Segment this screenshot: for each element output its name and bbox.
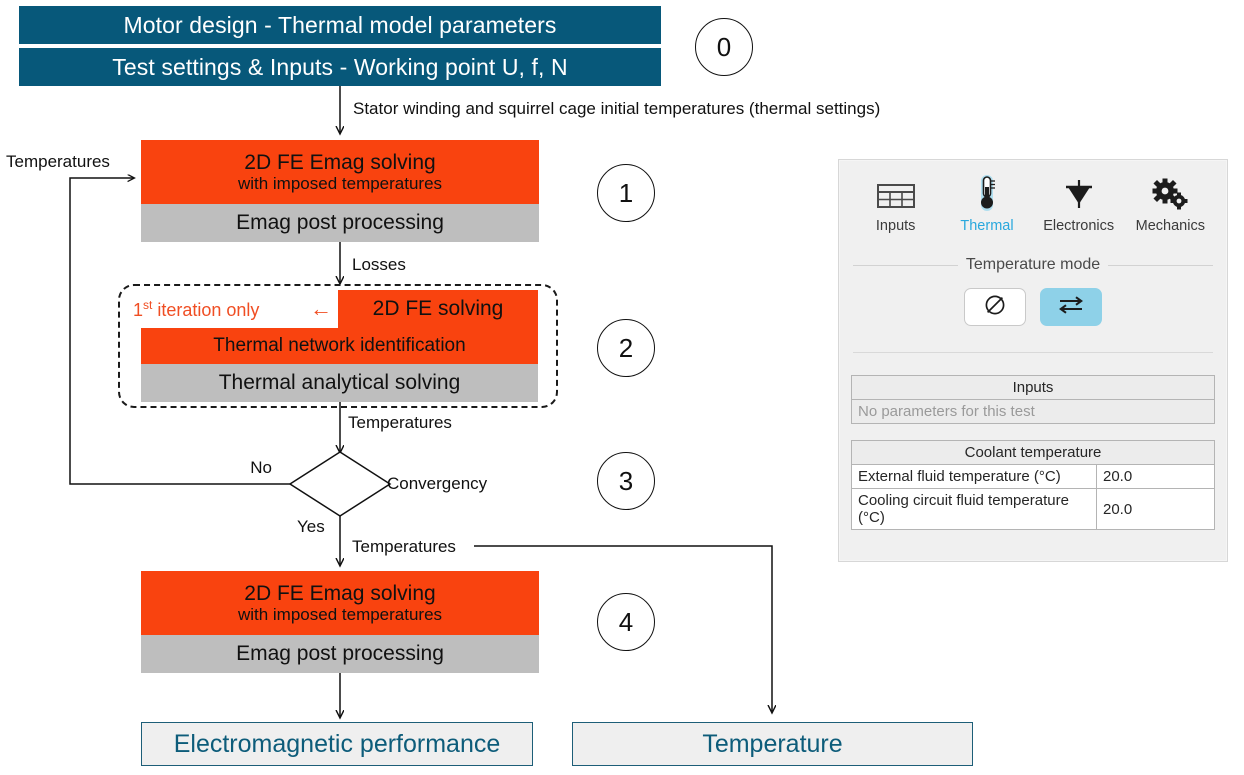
decision-label-yes-text: Yes <box>297 517 325 536</box>
block-step2-row2-label: Thermal network identification <box>213 335 466 357</box>
coolant-table-header-row: Coolant temperature <box>851 440 1215 465</box>
block-step2-row3-label: Thermal analytical solving <box>218 371 461 395</box>
step-marker-3-label: 3 <box>618 465 634 496</box>
note-first-iteration-rest: iteration only <box>152 300 260 320</box>
result-electromagnetic-performance-label: Electromagnetic performance <box>173 729 501 758</box>
step-marker-1-label: 1 <box>618 177 634 208</box>
step-marker-4: 4 <box>597 593 655 651</box>
decision-label-convergency: Convergency <box>387 474 487 494</box>
decision-label-yes: Yes <box>297 517 325 537</box>
step-marker-4-label: 4 <box>618 606 634 637</box>
thermal-settings-panel: Inputs Thermal <box>838 159 1228 562</box>
coolant-row-0-value[interactable]: 20.0 <box>1096 464 1215 489</box>
banner-test-settings-label: Test settings & Inputs - Working point U… <box>112 53 568 80</box>
block-step2-row2: Thermal network identification <box>141 328 538 364</box>
group-sep-line-right <box>1108 264 1214 266</box>
block-step2-row1: 2D FE solving <box>338 290 538 328</box>
coolant-row-1-label: Cooling circuit fluid temperature (°C) <box>851 488 1097 530</box>
edge-label-temperatures-feedback: Temperatures <box>6 152 110 172</box>
edge-label-temperatures-mid: Temperatures <box>348 413 452 433</box>
ribbon-tab-thermal-label: Thermal <box>960 218 1014 234</box>
result-electromagnetic-performance: Electromagnetic performance <box>141 722 533 766</box>
ribbon-tab-mechanics-label: Mechanics <box>1135 218 1205 234</box>
inputs-table-empty-message: No parameters for this test <box>851 399 1215 424</box>
temperature-mode-bidirectional-button[interactable] <box>1040 288 1102 326</box>
step-marker-3: 3 <box>597 452 655 510</box>
thermometer-icon <box>967 174 1007 212</box>
ribbon-tab-mechanics[interactable]: Mechanics <box>1136 174 1205 234</box>
step-marker-1: 1 <box>597 164 655 222</box>
block-step4-subtitle: with imposed temperatures <box>237 605 443 625</box>
step-marker-2-label: 2 <box>618 332 634 363</box>
block-step1-subtitle: with imposed temperatures <box>237 174 443 194</box>
block-step4-post-label: Emag post processing <box>236 642 444 666</box>
inputs-table: Inputs No parameters for this test <box>851 375 1215 424</box>
banner-test-settings: Test settings & Inputs - Working point U… <box>19 48 661 86</box>
ribbon-tab-inputs[interactable]: Inputs <box>861 174 930 234</box>
decision-label-no: No <box>250 458 272 478</box>
edge-label-losses: Losses <box>352 255 406 275</box>
coolant-table-header: Coolant temperature <box>851 440 1215 465</box>
block-step2-row1-label: 2D FE solving <box>372 297 504 321</box>
note-first-iteration-only: 1st iteration only <box>133 298 259 321</box>
result-temperature-label: Temperature <box>702 729 843 758</box>
table-row: External fluid temperature (°C) 20.0 <box>851 464 1215 489</box>
step-marker-0-label: 0 <box>716 31 732 62</box>
decision-label-convergency-text: Convergency <box>387 474 488 493</box>
inputs-table-empty-row: No parameters for this test <box>851 399 1215 424</box>
left-arrow-icon: ← <box>310 296 332 321</box>
group-sep-line-left <box>853 264 958 266</box>
inputs-table-header-row: Inputs <box>851 375 1215 400</box>
decision-label-no-text: No <box>250 458 272 477</box>
temperature-mode-title: Temperature mode <box>965 256 1101 273</box>
edge-label-temperatures-feedback-text: Temperatures <box>6 152 110 171</box>
diode-icon <box>1059 174 1099 212</box>
table-row: Cooling circuit fluid temperature (°C) 2… <box>851 488 1215 530</box>
edge-label-temperatures-yes-text: Temperatures <box>352 537 456 556</box>
block-step2-row3: Thermal analytical solving <box>141 364 538 402</box>
coolant-row-1-value[interactable]: 20.0 <box>1096 488 1215 530</box>
table-icon <box>876 174 916 212</box>
block-step1-post: Emag post processing <box>141 204 539 242</box>
note-first-iteration-number: 1 <box>133 300 144 320</box>
note-first-iteration-sup: st <box>143 298 153 312</box>
group-step2-dashed-border <box>118 284 558 408</box>
block-step1-title: 2D FE Emag solving <box>244 150 436 174</box>
edge-label-temperatures-mid-text: Temperatures <box>348 413 452 432</box>
ribbon-tab-electronics-label: Electronics <box>1043 218 1115 234</box>
temperature-mode-options <box>839 288 1227 326</box>
block-step1-solve: 2D FE Emag solving with imposed temperat… <box>141 140 539 204</box>
null-slashed-circle-icon <box>982 292 1008 323</box>
ribbon-tab-electronics[interactable]: Electronics <box>1043 174 1115 234</box>
edge-label-losses-text: Losses <box>352 255 406 274</box>
gears-icon <box>1150 174 1190 212</box>
block-step1-post-label: Emag post processing <box>236 211 444 235</box>
banner-motor-design-label: Motor design - Thermal model parameters <box>123 11 557 38</box>
bidirectional-arrows-icon <box>1056 293 1086 322</box>
step-marker-0: 0 <box>695 18 753 76</box>
temperature-mode-none-button[interactable] <box>964 288 1026 326</box>
block-step4-solve: 2D FE Emag solving with imposed temperat… <box>141 571 539 635</box>
block-step4-title: 2D FE Emag solving <box>244 581 436 605</box>
note-first-iteration-arrow-icon: ← <box>310 296 332 322</box>
ribbon-tab-thermal[interactable]: Thermal <box>952 174 1021 234</box>
coolant-row-0-label: External fluid temperature (°C) <box>851 464 1097 489</box>
ribbon-tab-inputs-label: Inputs <box>875 218 916 234</box>
edge-label-initial-temperatures-text: Stator winding and squirrel cage initial… <box>353 99 881 118</box>
edge-label-initial-temperatures: Stator winding and squirrel cage initial… <box>353 99 880 119</box>
panel-ribbon: Inputs Thermal <box>839 160 1227 234</box>
temperature-mode-group-header: Temperature mode <box>853 256 1214 274</box>
step-marker-2: 2 <box>597 319 655 377</box>
block-step4-post: Emag post processing <box>141 635 539 673</box>
banner-motor-design: Motor design - Thermal model parameters <box>19 6 661 44</box>
panel-divider <box>853 352 1213 353</box>
coolant-temperature-table: Coolant temperature External fluid tempe… <box>851 440 1215 530</box>
edge-label-temperatures-yes: Temperatures <box>352 537 456 557</box>
result-temperature: Temperature <box>572 722 973 766</box>
inputs-table-header: Inputs <box>851 375 1215 400</box>
